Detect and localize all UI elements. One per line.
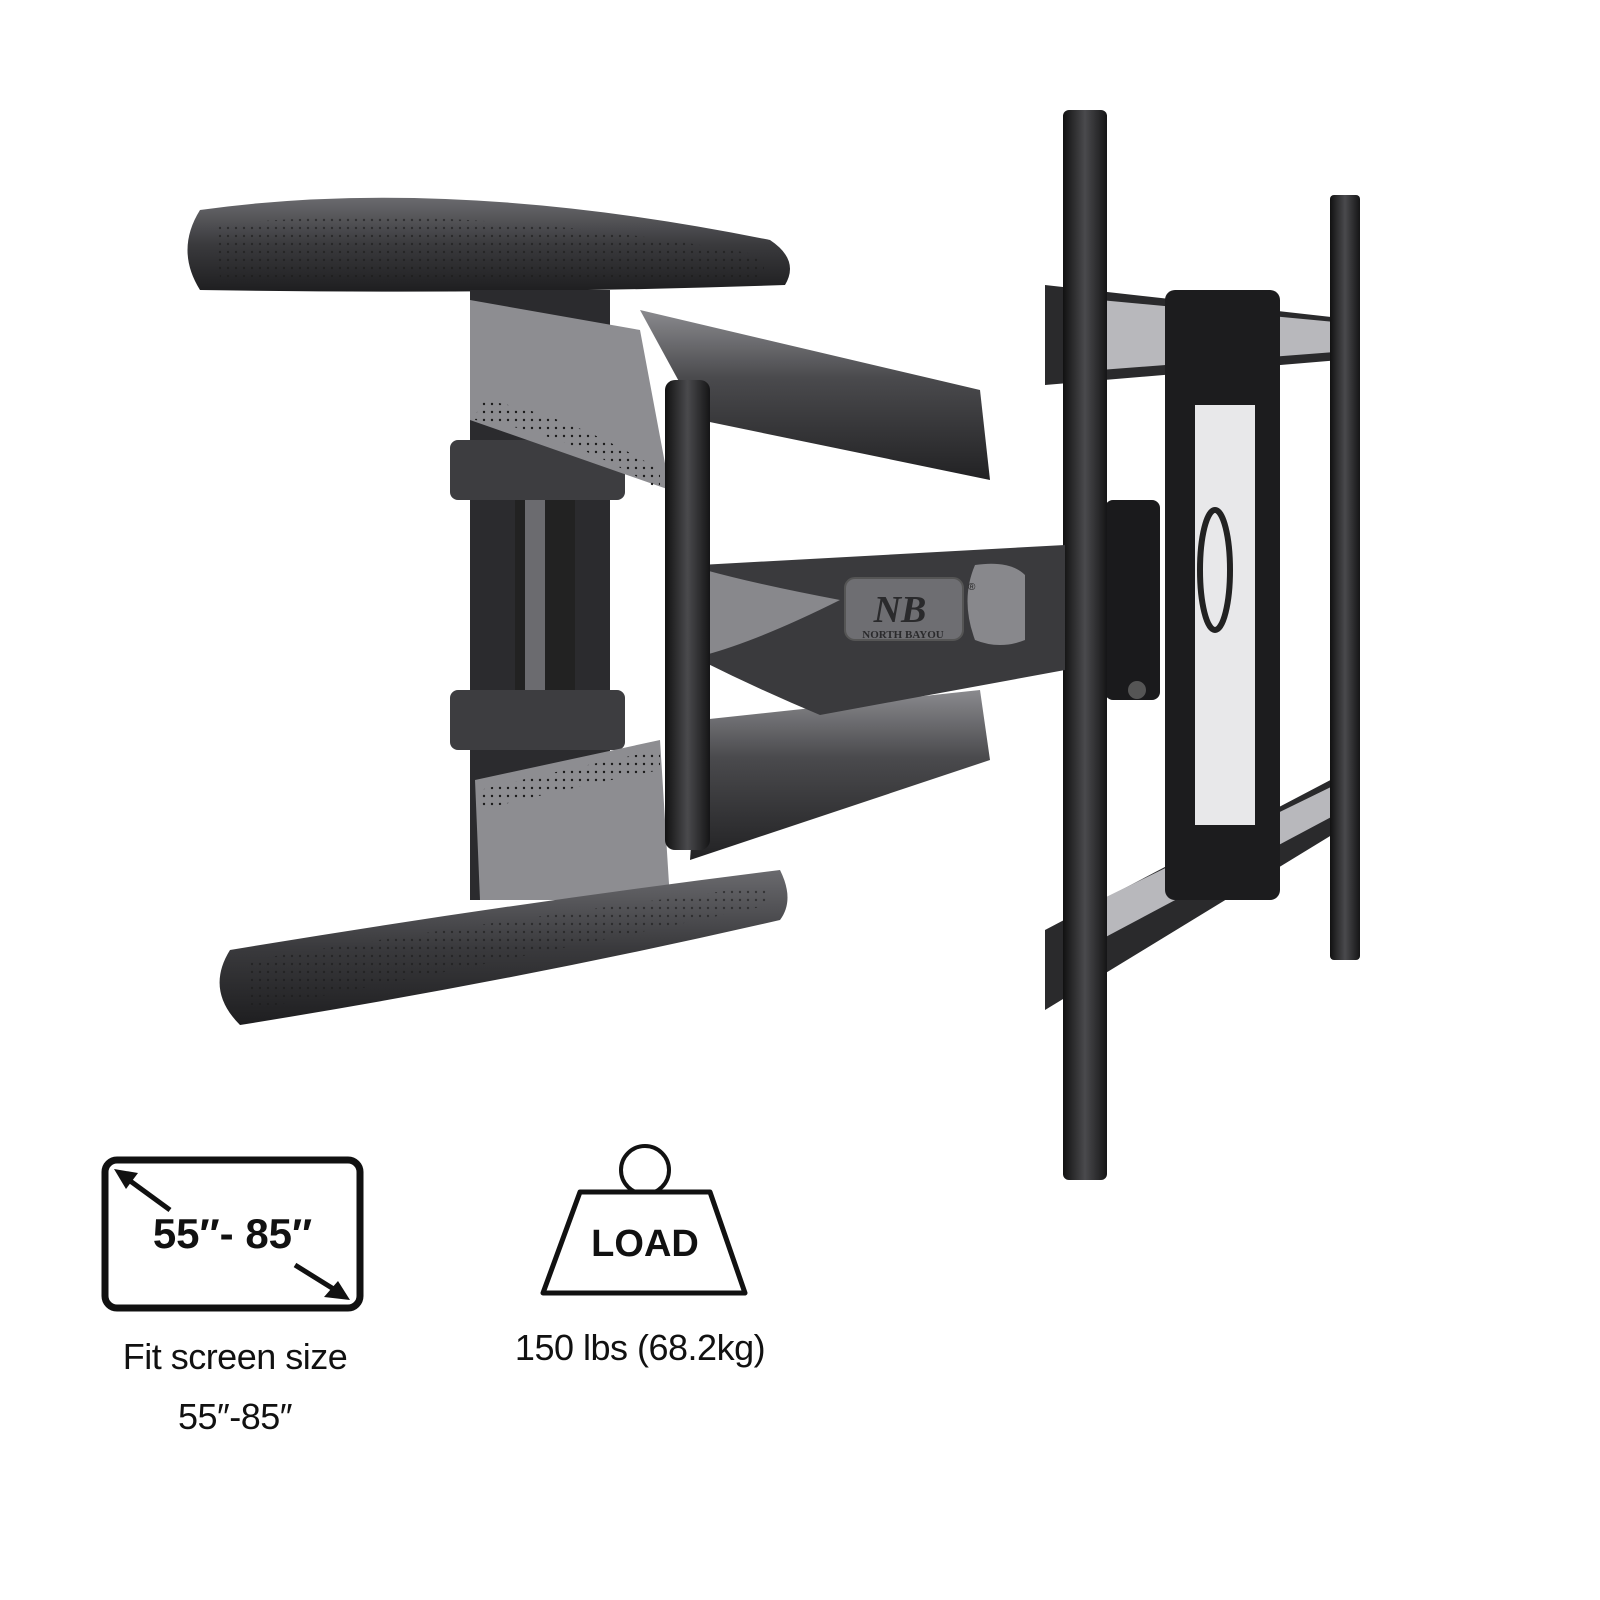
bottom-arm-pad bbox=[219, 870, 788, 1025]
lower-arm bbox=[475, 690, 990, 900]
registered-mark: ® bbox=[968, 582, 976, 593]
load-capacity-feature: LOAD bbox=[535, 1140, 755, 1300]
brand-logo-name: NORTH BAYOU bbox=[862, 629, 943, 641]
left-vertical-rail bbox=[1063, 110, 1107, 1180]
upper-arm bbox=[470, 300, 990, 490]
screen-size-caption: Fit screen size bbox=[122, 1336, 348, 1377]
load-label: LOAD bbox=[591, 1223, 699, 1265]
screen-size-feature: 55″- 85″ bbox=[100, 1155, 365, 1315]
load-capacity-caption: 150 lbs (68.2kg) bbox=[514, 1327, 766, 1368]
center-arm: NB NORTH BAYOU ® bbox=[700, 545, 1065, 715]
top-arm-pad bbox=[187, 197, 790, 292]
wall-plate bbox=[1105, 290, 1280, 900]
right-vertical-rail bbox=[1330, 195, 1360, 960]
screen-size-range-label: 55″- 85″ bbox=[152, 1210, 313, 1257]
screen-diagonal-icon bbox=[101, 1156, 364, 1312]
tv-wall-mount-illustration: NB NORTH BAYOU ® bbox=[187, 110, 1360, 1180]
brand-logo-mark: NB bbox=[873, 589, 927, 631]
pivot-pole bbox=[665, 380, 710, 850]
weight-load-icon bbox=[540, 1144, 748, 1296]
screen-size-caption-range: 55″-85″ bbox=[177, 1396, 293, 1437]
